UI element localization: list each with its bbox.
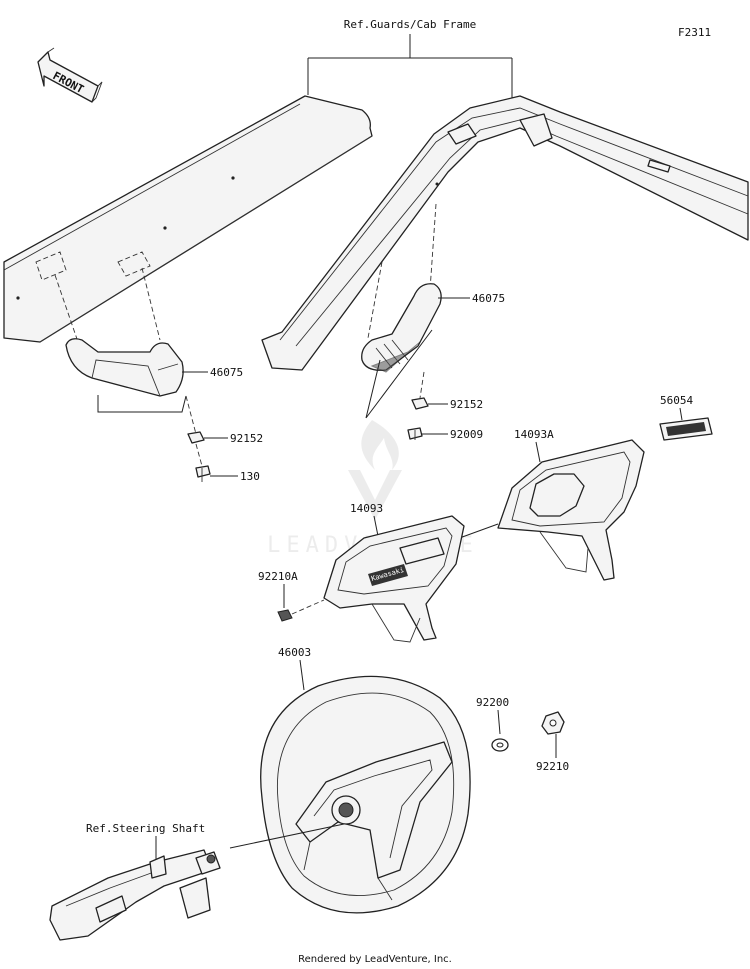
bolt-left <box>195 465 211 482</box>
label-steering-wheel: 46003 <box>278 646 311 659</box>
steering-wheel <box>260 675 471 914</box>
cover: Kawasaki <box>323 515 465 643</box>
label-bolt-right: 92009 <box>450 428 483 441</box>
washer <box>491 738 509 752</box>
roof-panel <box>3 95 373 343</box>
footer-credit: Rendered by LeadVenture, Inc. <box>298 954 452 965</box>
label-washer: 92200 <box>476 696 509 709</box>
front-arrow-icon: FRONT <box>37 47 103 103</box>
figure-code: F2311 <box>678 26 711 39</box>
ref-guards-bracket <box>307 34 513 98</box>
label-nut-cover: 92210A <box>258 570 298 583</box>
cover-a <box>497 439 645 581</box>
steering-shaft <box>49 849 221 941</box>
nut-wheel <box>541 711 565 735</box>
label-grip-left: 46075 <box>210 366 243 379</box>
nut-cover <box>277 609 293 622</box>
emblem <box>659 417 713 441</box>
ref-guards-cab-frame-label: Ref.Guards/Cab Frame <box>344 18 476 31</box>
ref-steering-shaft-label: Ref.Steering Shaft <box>86 822 205 835</box>
nut-left <box>187 431 205 444</box>
grip-left <box>54 267 184 397</box>
bolt-right <box>407 427 423 440</box>
label-cover: 14093 <box>350 502 383 515</box>
label-nut-right: 92152 <box>450 398 483 411</box>
nut-right <box>411 397 429 410</box>
label-cover-a: 14093A <box>514 428 554 441</box>
cab-frame <box>261 95 749 371</box>
label-emblem: 56054 <box>660 394 693 407</box>
label-grip-right: 46075 <box>472 292 505 305</box>
label-nut-left: 92152 <box>230 432 263 445</box>
grip-right <box>361 203 442 373</box>
label-nut-wheel: 92210 <box>536 760 569 773</box>
label-bolt-left: 130 <box>240 470 260 483</box>
